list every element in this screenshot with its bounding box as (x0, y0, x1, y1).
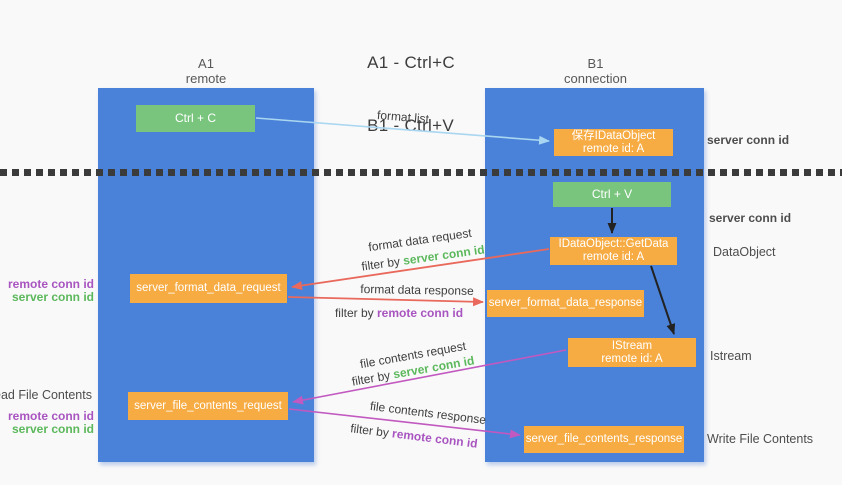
filter-by-text: filter by (360, 254, 401, 274)
file-contents-response-label: file contents response (369, 398, 487, 428)
conn-id-stack-file: remote conn id server conn id (8, 410, 94, 435)
node-server-file-contents-response: server_file_contents_response (524, 426, 684, 453)
remote-conn-id-text: remote conn id (377, 306, 464, 320)
format-data-response-arrow (287, 296, 484, 307)
node-istream: IStream remote id: A (568, 338, 696, 367)
read-file-contents-annotation: Read File Contents (0, 388, 92, 402)
node-ctrl-v: Ctrl + V (553, 182, 671, 207)
conn-id-stack-format: remote conn id server conn id (8, 278, 94, 303)
title-line-1: A1 - Ctrl+C (367, 53, 455, 72)
session-separator-line (0, 169, 842, 176)
node-line: remote id: A (582, 142, 645, 155)
node-ctrl-c: Ctrl + C (136, 105, 255, 132)
format-data-response-label: format data response (360, 282, 474, 298)
node-line: IDataObject::GetData (558, 238, 669, 250)
filter-by-text: filter by (350, 368, 392, 389)
node-line: remote id: A (601, 352, 663, 365)
server-conn-id-annotation: server conn id (11, 289, 94, 304)
filter-label-file-response: filter by remote conn id (350, 421, 479, 451)
node-line: remote id: A (582, 251, 645, 263)
node-label: Ctrl + V (591, 187, 633, 201)
node-label: server_format_data_response (488, 297, 643, 309)
filter-by-text: filter by (334, 306, 374, 320)
dataobject-annotation: DataObject (713, 245, 776, 259)
lane-header-a1: A1 remote (98, 56, 314, 86)
node-server-format-data-response: server_format_data_response (487, 290, 644, 317)
lane-a1-role: remote (185, 71, 227, 86)
node-label: Ctrl + C (174, 111, 216, 125)
server-conn-id-annotation-mid: server conn id (709, 211, 792, 225)
filter-label-format-response: filter by remote conn id (335, 306, 463, 320)
node-idataobject-getdata: IDataObject::GetData remote id: A (550, 237, 677, 265)
remote-conn-id-annotation: remote conn id (7, 277, 94, 291)
lane-a1-name: A1 (198, 56, 214, 71)
write-file-contents-annotation: Write File Contents (707, 432, 814, 446)
remote-conn-id-annotation: remote conn id (7, 409, 94, 423)
node-label: server_format_data_request (136, 282, 281, 294)
node-label: server_file_contents_response (525, 433, 683, 445)
server-conn-id-annotation: server conn id (11, 421, 94, 436)
istream-annotation: Istream (710, 349, 752, 363)
node-line: 保存IDataObject (571, 129, 656, 142)
node-label: server_file_contents_request (134, 399, 282, 412)
remote-conn-id-text: remote conn id (391, 426, 479, 451)
lane-b1-name: B1 (587, 56, 604, 71)
lane-b1-role: connection (564, 71, 627, 86)
lane-header-b1: B1 connection (486, 56, 705, 86)
node-line: IStream (611, 339, 653, 352)
node-save-idataobject: 保存IDataObject remote id: A (554, 129, 673, 156)
filter-by-text: filter by (349, 421, 390, 440)
server-conn-id-annotation-top: server conn id (707, 133, 790, 147)
node-server-file-contents-request: server_file_contents_request (128, 392, 288, 420)
node-server-format-data-request: server_format_data_request (130, 274, 287, 303)
